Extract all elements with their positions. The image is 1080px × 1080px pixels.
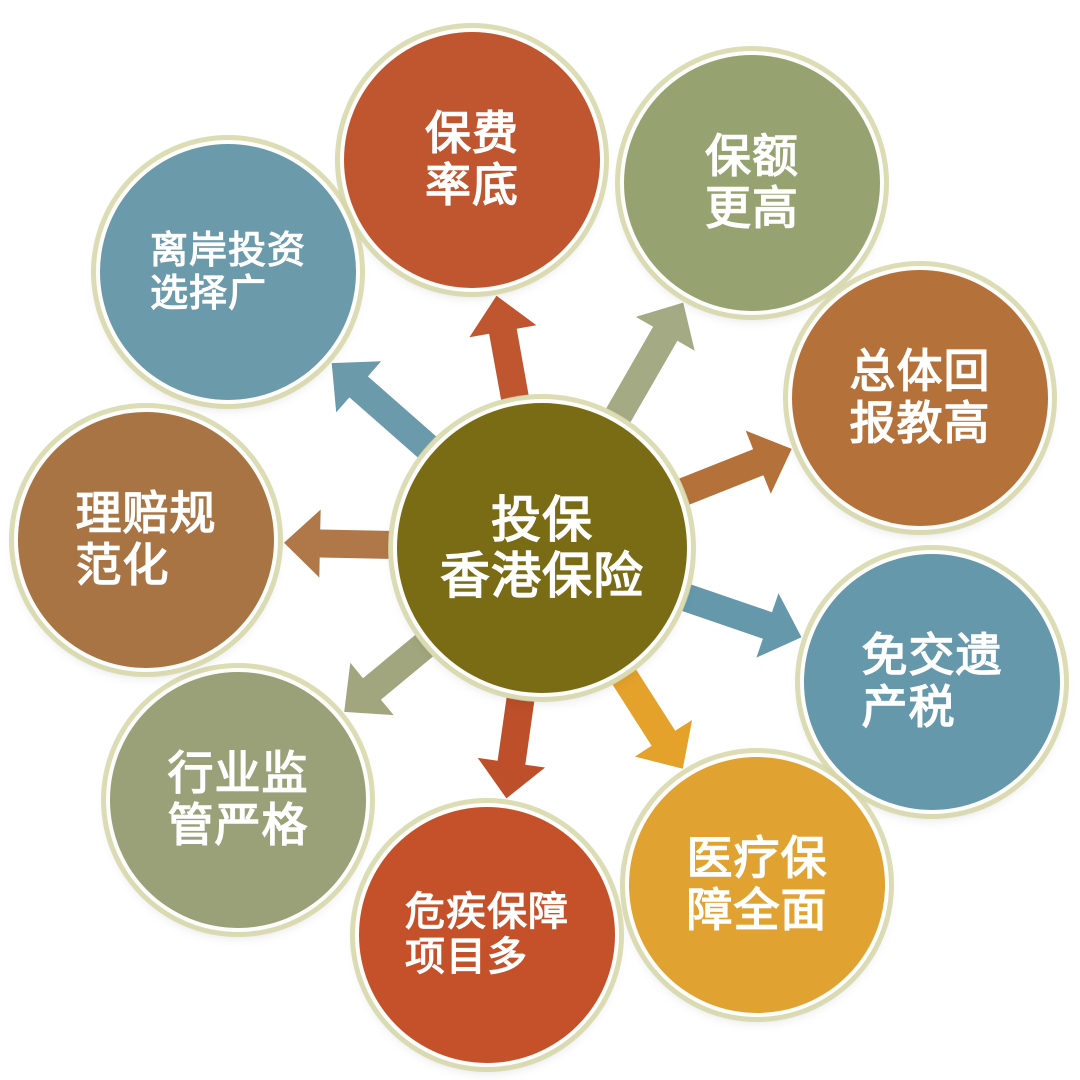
node-strict-regulation: 行业监 管严格: [110, 672, 366, 928]
arrow-to-low-premium: [469, 295, 537, 400]
node-critical-illness: 危疾保障 项目多: [359, 807, 615, 1063]
node-standard-claims: 理赔规 范化: [18, 412, 274, 668]
node-strict-regulation-line-2: 管严格: [167, 798, 309, 852]
arrow-to-critical-illness: [477, 697, 546, 799]
node-low-premium-line-2: 率底: [425, 158, 519, 212]
arrow-to-standard-claims: [284, 509, 390, 578]
node-standard-claims-line-1: 理赔规: [75, 486, 217, 541]
center-node-line-2: 香港保险: [440, 547, 644, 605]
node-standard-claims-line-2: 范化: [75, 538, 170, 592]
node-high-return-line-1: 总体回: [849, 344, 991, 399]
arrow-to-high-return: [679, 430, 792, 505]
node-offshore-investment-line-2: 选择广: [149, 271, 267, 315]
center-node-text: 投保 香港保险: [440, 492, 644, 604]
node-no-estate-tax-line-2: 产税: [861, 680, 956, 734]
center-node-line-1: 投保: [491, 491, 593, 549]
node-no-estate-tax: 免交遗 产税: [804, 554, 1060, 810]
arrow-to-medical-coverage: [612, 669, 693, 769]
arrow-to-strict-regulation: [344, 634, 434, 716]
node-low-premium: 保费 率底: [344, 32, 600, 288]
node-offshore-investment: 离岸投资 选择广: [100, 144, 356, 400]
node-high-return-line-2: 报教高: [849, 396, 991, 450]
arrow-to-offshore-investment: [331, 361, 437, 458]
node-higher-coverage-line-1: 保额: [705, 129, 799, 184]
node-high-return: 总体回 报教高: [792, 270, 1048, 526]
center-node: 投保 香港保险: [397, 403, 687, 693]
node-no-estate-tax-line-1: 免交遗: [861, 628, 1003, 683]
node-offshore-investment-line-1: 离岸投资: [149, 228, 306, 273]
node-strict-regulation-line-1: 行业监: [167, 746, 309, 801]
node-medical-coverage: 医疗保 障全面: [629, 757, 885, 1013]
node-higher-coverage-line-2: 更高: [705, 181, 799, 235]
node-medical-coverage-line-2: 障全面: [686, 883, 828, 937]
node-critical-illness-line-2: 项目多: [405, 934, 528, 980]
node-critical-illness-line-1: 危疾保障: [405, 889, 569, 936]
arrow-to-no-estate-tax: [682, 584, 802, 658]
node-medical-coverage-line-1: 医疗保: [686, 831, 828, 886]
node-low-premium-line-1: 保费: [425, 106, 519, 161]
node-higher-coverage: 保额 更高: [624, 55, 880, 311]
arrow-to-higher-coverage: [606, 302, 695, 423]
